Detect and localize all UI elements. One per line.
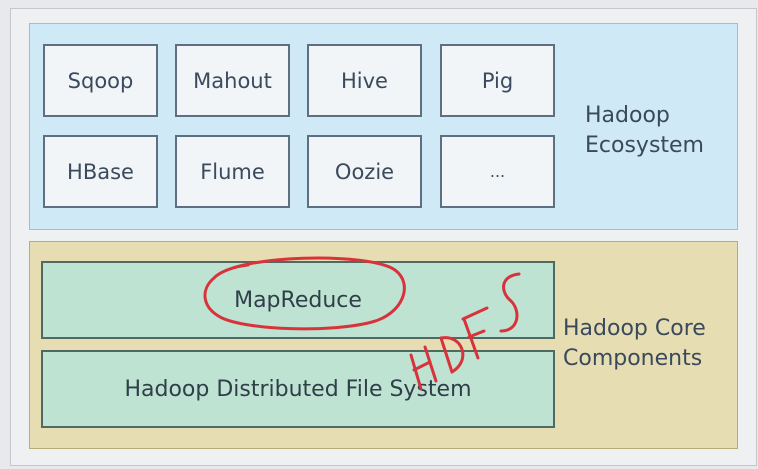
tool-label: ... xyxy=(489,162,506,181)
mapreduce-label: MapReduce xyxy=(234,287,362,313)
tool-box-hbase: HBase xyxy=(43,135,158,208)
tool-label: Hive xyxy=(341,68,388,93)
tool-box-pig: Pig xyxy=(440,44,555,117)
tool-label: HBase xyxy=(67,159,134,184)
tool-label: Oozie xyxy=(334,159,395,184)
ecosystem-label-line: Hadoop xyxy=(585,103,670,128)
tool-box-flume: Flume xyxy=(175,135,290,208)
hdfs-bar: Hadoop Distributed File System xyxy=(41,350,555,428)
hdfs-label: Hadoop Distributed File System xyxy=(124,376,472,402)
tool-label: Sqoop xyxy=(67,68,134,93)
mapreduce-bar: MapReduce xyxy=(41,261,555,339)
core-label-line: Hadoop Core xyxy=(563,316,706,341)
tool-label: Mahout xyxy=(193,68,272,93)
tool-label: Pig xyxy=(481,68,514,93)
core-label-line: Components xyxy=(563,346,703,371)
tool-box-mahout: Mahout xyxy=(175,44,290,117)
ecosystem-label-line: Ecosystem xyxy=(585,133,704,158)
tool-label: Flume xyxy=(200,159,265,184)
tool-box-more: ... xyxy=(440,135,555,208)
tool-box-sqoop: Sqoop xyxy=(43,44,158,117)
ecosystem-label: Hadoop Ecosystem xyxy=(585,101,704,161)
tool-box-hive: Hive xyxy=(307,44,422,117)
core-label: Hadoop Core Components xyxy=(563,314,706,374)
tool-box-oozie: Oozie xyxy=(307,135,422,208)
